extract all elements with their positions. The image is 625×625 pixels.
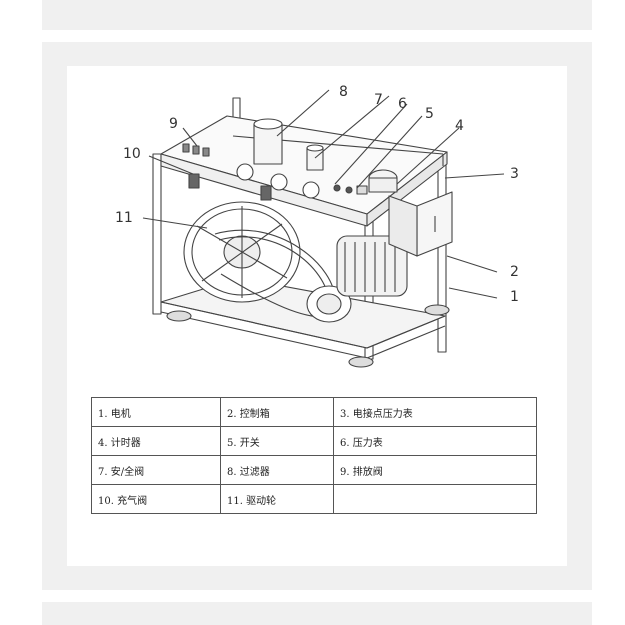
filter <box>253 118 283 165</box>
callout-2: 2 <box>510 264 519 280</box>
callout-5: 5 <box>425 106 434 122</box>
leader-lines <box>142 89 505 299</box>
legend-cell: 5. 开关 <box>220 426 334 456</box>
legend-cell: 8. 过滤器 <box>220 455 334 485</box>
callout-3: 3 <box>510 166 519 182</box>
legend-cell: 9. 排放阀 <box>333 455 537 485</box>
table-row: 1. 电机 2. 控制箱 3. 电接点压力表 <box>91 397 537 427</box>
legend-cell: 10. 充气阀 <box>91 484 221 514</box>
electric-contact-pressure-gauge <box>368 169 398 193</box>
callout-9: 9 <box>169 116 178 132</box>
table-row: 7. 安/全阀 8. 过滤器 9. 排放阀 <box>91 455 537 485</box>
panel-gauges <box>236 163 368 199</box>
diagram-card: 1 2 3 4 5 6 7 8 9 10 11 1. 电机 2. 控制箱 3. … <box>67 66 567 566</box>
motor-pulley <box>306 285 352 323</box>
legend-cell: 11. 驱动轮 <box>220 484 334 514</box>
legend-cell <box>333 484 537 514</box>
table-row: 10. 充气阀 11. 驱动轮 <box>91 484 537 514</box>
callout-1: 1 <box>510 289 519 305</box>
safety-valve <box>306 144 324 171</box>
legend-cell: 3. 电接点压力表 <box>333 397 537 427</box>
callout-4: 4 <box>455 118 464 134</box>
callout-8: 8 <box>339 84 348 100</box>
callout-11: 11 <box>115 210 133 226</box>
top-panel-strip <box>42 0 592 30</box>
bottom-panel-strip <box>42 602 592 625</box>
compressor-diagram: 1 2 3 4 5 6 7 8 9 10 11 <box>115 84 519 368</box>
callout-10: 10 <box>123 146 141 162</box>
drain-valves <box>182 143 210 157</box>
table-row: 4. 计时器 5. 开关 6. 压力表 <box>91 426 537 456</box>
legend-cell: 2. 控制箱 <box>220 397 334 427</box>
flywheel <box>183 201 301 303</box>
legend-cell: 4. 计时器 <box>91 426 221 456</box>
legend-cell: 7. 安/全阀 <box>91 455 221 485</box>
control-box <box>388 191 453 257</box>
parts-legend-table: 1. 电机 2. 控制箱 3. 电接点压力表 4. 计时器 5. 开关 6. 压… <box>91 397 537 514</box>
callout-6: 6 <box>398 96 407 112</box>
charging-valves <box>188 173 272 201</box>
legend-cell: 6. 压力表 <box>333 426 537 456</box>
motor <box>336 235 408 297</box>
callout-7: 7 <box>374 92 383 108</box>
legend-cell: 1. 电机 <box>91 397 221 427</box>
